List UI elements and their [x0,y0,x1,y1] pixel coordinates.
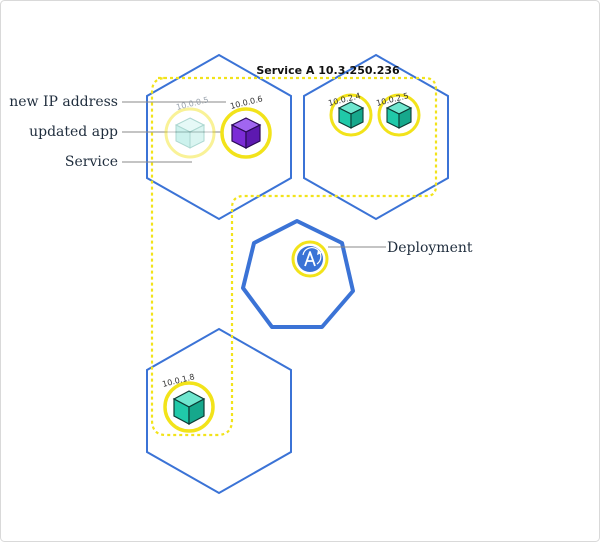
pod-10-0-0-6 [220,107,272,159]
service-boundary [150,76,438,437]
node-3-hexagon [146,327,292,495]
pod-10-0-0-5 [164,107,216,159]
pod-10-0-2-4 [329,93,373,137]
deployment-letter-a [304,251,316,267]
cube-icon [230,117,262,149]
cube-icon [172,390,206,425]
deployment-badge [297,246,323,272]
deployment-a-icon [291,240,329,278]
service-a-label: Service A 10.3.250.236 [256,64,400,77]
cube-icon [174,117,206,149]
updated-app-label: updated app [29,124,118,140]
service-label: Service [65,154,118,170]
pod-ring [164,107,216,159]
cube-icon [385,101,413,129]
new-ip-address-label: new IP address [9,94,118,110]
deployment-arc [302,247,322,265]
node-1-hexagon [146,53,292,221]
cube-icon [337,101,365,129]
pod-10-0-1-8 [163,381,215,433]
deployment-label: Deployment [387,240,473,256]
node-2-hexagon [303,53,449,221]
pod-10-0-2-5 [377,93,421,137]
deployment-arrowhead [317,250,322,255]
deployment-heptagon [241,219,355,329]
